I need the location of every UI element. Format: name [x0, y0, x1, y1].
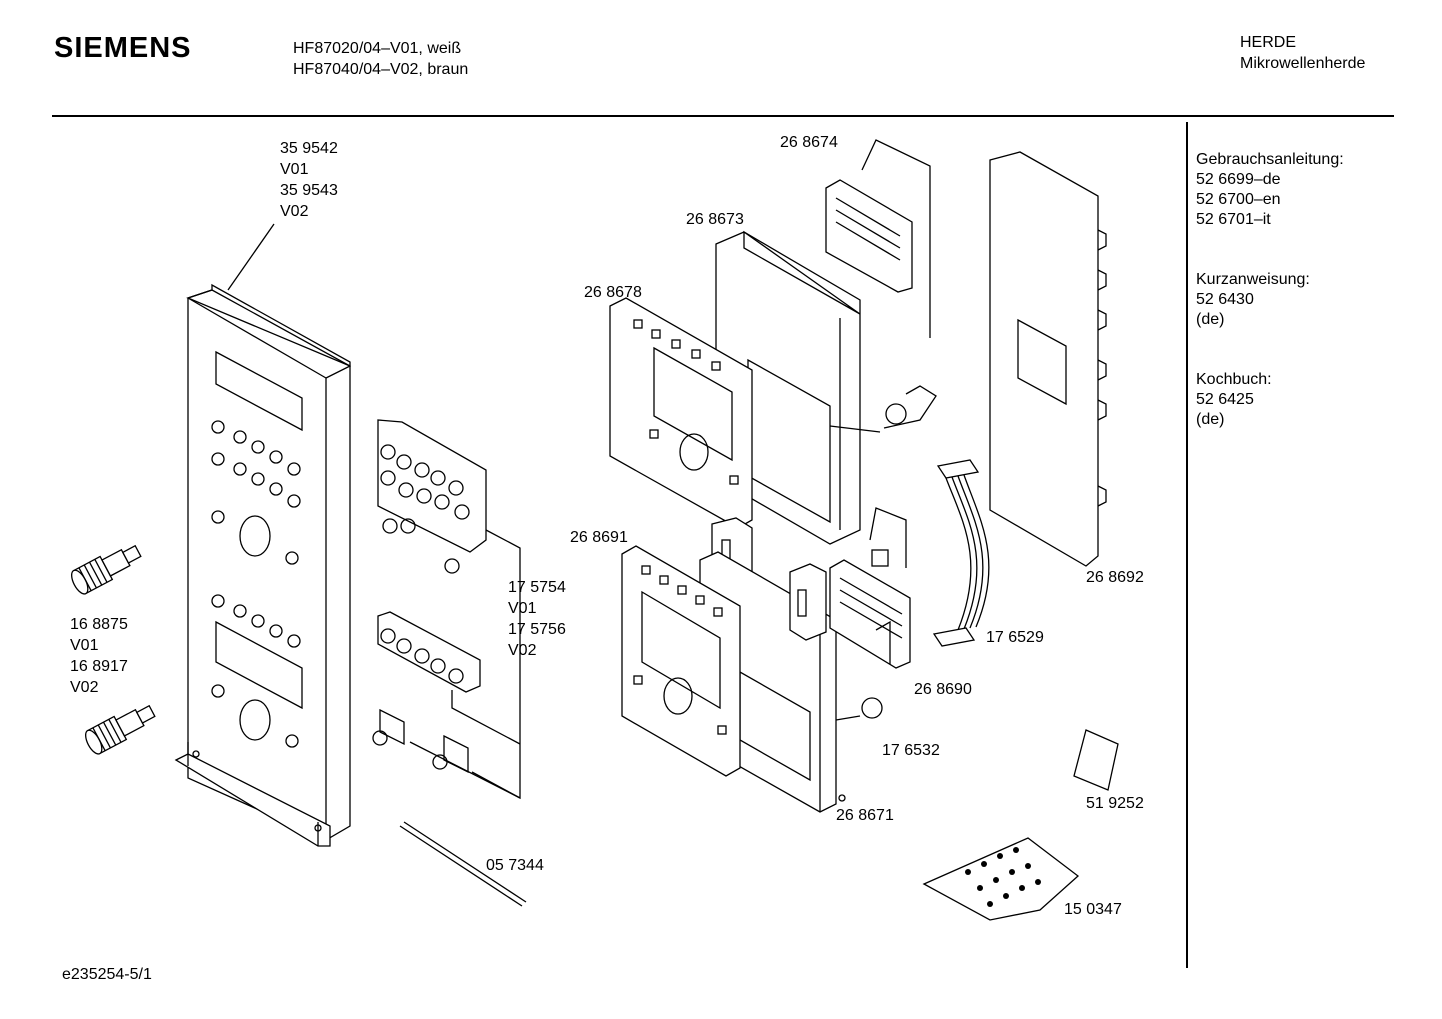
drawing-code: e235254-5/1	[62, 966, 152, 983]
plate-drawing	[1073, 729, 1119, 791]
model-v02: HF87040/04–V02, braun	[293, 61, 469, 78]
document-references: Gebrauchsanleitung: 52 6699–de 52 6700–e…	[1196, 150, 1344, 470]
label-knob: 16 8875 V01 16 8917 V02	[70, 614, 128, 698]
category-sub: Mikrowellenherde	[1240, 55, 1366, 72]
upper-assembly-drawing	[609, 139, 937, 591]
back-board-drawing	[989, 151, 1107, 567]
front-panel-part-v01: 35 9542	[280, 140, 338, 157]
front-panel-variant-v01: V01	[280, 161, 309, 178]
doc-quick-guide-line: 52 6430	[1196, 291, 1254, 308]
keypad-board-drawing	[372, 419, 521, 800]
doc-cookbook-line: (de)	[1196, 411, 1225, 428]
doc-quick-guide: Kurzanweisung: 52 6430 (de)	[1196, 270, 1344, 330]
ribbon-cable-drawing	[932, 459, 990, 647]
keypad-part-v02: 17 5756	[508, 621, 566, 638]
label-keypad-board: 17 5754 V01 17 5756 V02	[508, 577, 566, 661]
knob-part-v02: 16 8917	[70, 658, 128, 675]
doc-manual-line: 52 6701–it	[1196, 211, 1271, 228]
doc-quick-guide-title: Kurzanweisung:	[1196, 271, 1310, 288]
label-268690: 26 8690	[914, 681, 972, 698]
keypad-variant-v02: V02	[508, 642, 537, 659]
front-panel-part-v02: 35 9543	[280, 182, 338, 199]
knob-variant-v02: V02	[70, 679, 99, 696]
front-panel-variant-v02: V02	[280, 203, 309, 220]
label-176532: 17 6532	[882, 742, 940, 759]
label-rod: 05 7344	[486, 857, 544, 874]
brand-logo: SIEMENS	[54, 32, 192, 64]
knob-variant-v01: V01	[70, 637, 99, 654]
label-268692: 26 8692	[1086, 569, 1144, 586]
lower-assembly-drawing	[621, 507, 911, 813]
label-268673: 26 8673	[686, 211, 744, 228]
doc-cookbook: Kochbuch: 52 6425 (de)	[1196, 370, 1344, 430]
label-519252: 51 9252	[1086, 795, 1144, 812]
doc-manual-line: 52 6699–de	[1196, 171, 1281, 188]
screw-bag-drawing	[922, 837, 1080, 921]
doc-manual: Gebrauchsanleitung: 52 6699–de 52 6700–e…	[1196, 150, 1344, 230]
label-176529: 17 6529	[986, 629, 1044, 646]
model-list: HF87020/04–V01, weiß HF87040/04–V02, bra…	[293, 38, 468, 80]
label-150347: 15 0347	[1064, 901, 1122, 918]
front-panel-drawing	[174, 223, 351, 847]
doc-manual-line: 52 6700–en	[1196, 191, 1281, 208]
doc-cookbook-title: Kochbuch:	[1196, 371, 1272, 388]
doc-quick-guide-line: (de)	[1196, 311, 1225, 328]
model-v01: HF87020/04–V01, weiß	[293, 40, 462, 57]
label-268671: 26 8671	[836, 807, 894, 824]
rod-drawing	[399, 821, 527, 907]
label-268674: 26 8674	[780, 134, 838, 151]
knob-part-v01: 16 8875	[70, 616, 128, 633]
doc-manual-title: Gebrauchsanleitung:	[1196, 151, 1344, 168]
label-268678: 26 8678	[584, 284, 642, 301]
keypad-part-v01: 17 5754	[508, 579, 566, 596]
keypad-variant-v01: V01	[508, 600, 537, 617]
category: HERDE Mikrowellenherde	[1240, 32, 1365, 74]
label-front-panel: 35 9542 V01 35 9543 V02	[280, 138, 338, 222]
knob-drawing	[71, 544, 156, 755]
label-268691: 26 8691	[570, 529, 628, 546]
category-main: HERDE	[1240, 34, 1297, 51]
doc-cookbook-line: 52 6425	[1196, 391, 1254, 408]
